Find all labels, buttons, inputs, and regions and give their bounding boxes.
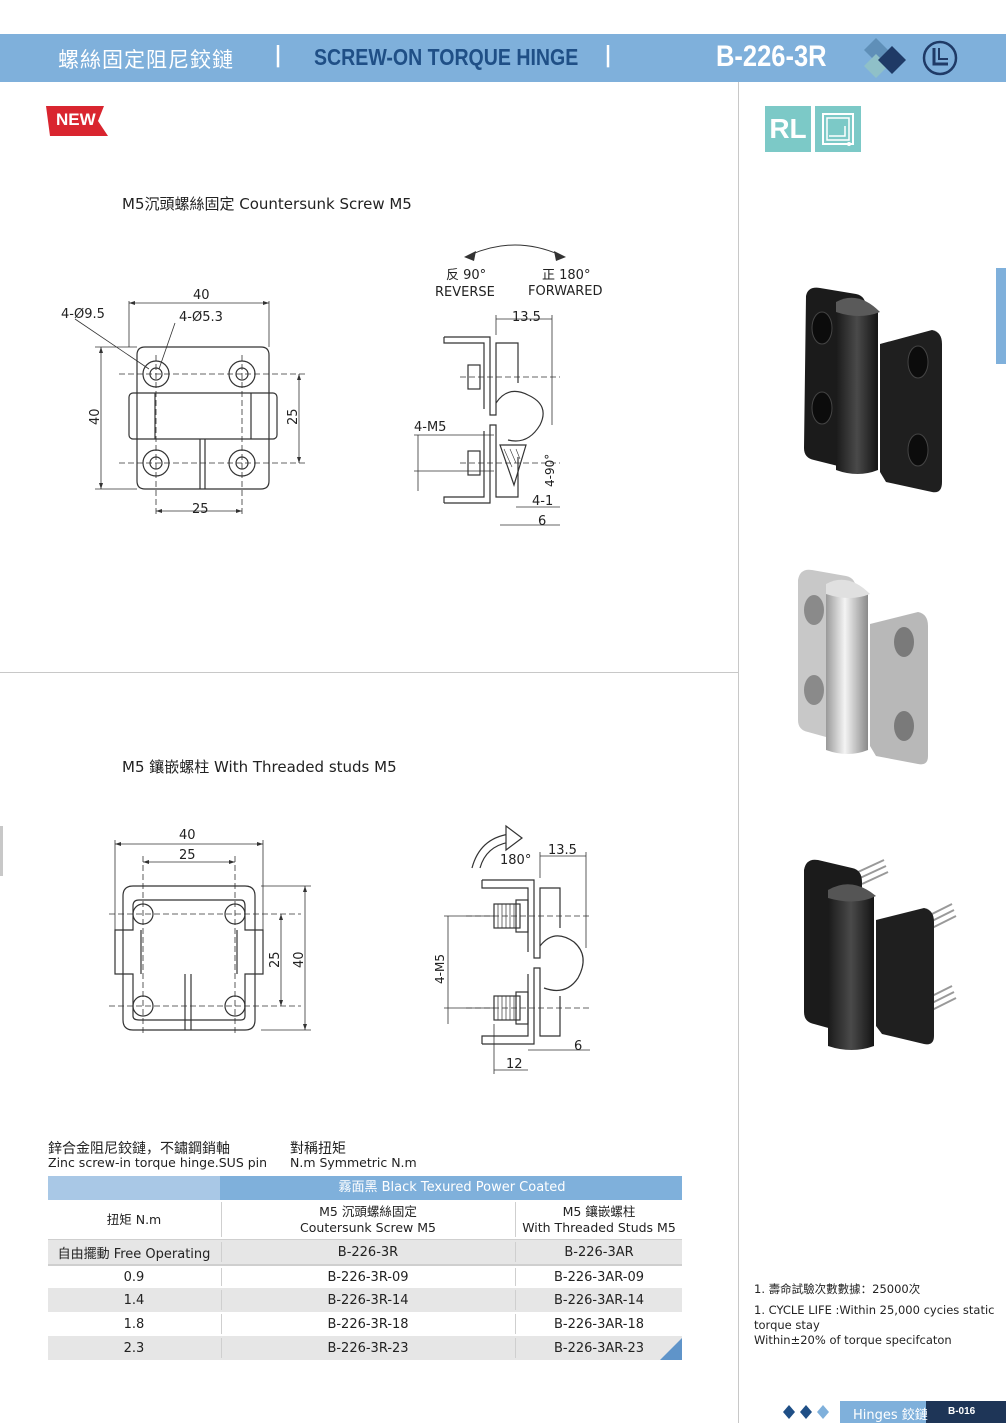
screw-model-cell: B-226-3R-09 [327,1269,409,1285]
silver-hinge-photo [798,569,928,765]
table-row: 1.8 B-226-3R-18 B-226-3AR-18 [48,1312,682,1336]
forward-cn: 正 180° [542,268,590,283]
reverse-cn: 反 90° [446,268,486,283]
studs-model-cell: B-226-3AR-18 [553,1316,645,1332]
col-studs-header-cn: M5 鑲嵌螺柱 [562,1203,636,1219]
table-coating-header: 霧面黑 Black Texured Power Coated [48,1176,682,1200]
torque-cell: 0.9 [123,1269,145,1285]
front-view-drawing: 40 4-Ø9.5 4-Ø5.3 40 25 25 [61,288,305,517]
header-separator: | [274,43,283,68]
header-separator: | [604,43,613,68]
side-angle: 4-90° [543,454,557,487]
dim-pitch-25v: 25 [286,408,301,425]
black-hinge-photo [804,287,942,493]
section-divider [0,672,738,673]
dim-height-40: 40 [292,951,307,968]
material-cn: 鋅合金阻尼鉸鏈，不鏽鋼銷軸 [48,1141,230,1157]
note-cycle-en: 1. CYCLE LIFE :Within 25,000 cycies stat… [754,1303,995,1317]
col-studs-header: M5 鑲嵌螺柱 With Threaded Studs M5 [516,1200,682,1239]
side-thread: 4-M5 [433,954,447,984]
material-en: Zinc screw-in torque hinge.SUS pin [48,1155,268,1170]
dim-width-40: 40 [179,828,196,843]
side-dim-6: 6 [574,1039,582,1054]
dim-pitch-25h: 25 [192,502,209,517]
col-screw-header-cn: M5 沉頭螺絲固定 [319,1203,417,1219]
rotation-180: 180° [500,853,531,868]
page-header: 螺絲固定阻尼鉸鏈 | SCREW-ON TORQUE HINGE | B-226… [0,34,1006,82]
edge-mark [0,826,3,876]
screw-model-cell: B-226-3R-18 [327,1316,409,1332]
section1-title: M5沉頭螺絲固定 Countersunk Screw M5 [122,195,412,213]
rl-badge: RL [765,106,811,152]
forward-en: FORWARED [528,284,603,299]
side-dim-4-1: 4-1 [532,494,553,509]
dim-hole-small: 4-Ø5.3 [179,310,223,325]
symmetric-en: N.m Symmetric N.m [290,1155,417,1170]
door-mount-icon [815,106,861,152]
spec-table: 霧面黑 Black Texured Power Coated 扭矩 N.m M5… [48,1176,682,1360]
side-dim-13-5: 13.5 [512,310,541,325]
footer-diamonds-icon [783,1405,829,1419]
side-dim-6: 6 [538,514,546,529]
studs-model-cell: B-226-3AR-09 [553,1269,645,1285]
dim-height-40: 40 [88,408,103,425]
table-row: 自由擺動 Free Operating B-226-3R B-226-3AR [48,1240,682,1264]
section2-title: M5 鑲嵌螺柱 With Threaded studs M5 [122,758,397,776]
dim-width-25: 25 [179,848,196,863]
symmetric-cn: 對稱扭矩 [290,1141,346,1157]
diamond-logo-icon [864,38,906,78]
note-cycle-cn: 1. 壽命試驗次數數據：25000次 [754,1282,921,1296]
torque-cell: 自由擺動 Free Operating [57,1246,211,1262]
side-view-drawing: 反 90° REVERSE 正 180° FORWARED 13.5 4-M5 … [414,244,603,529]
black-hinge-studs-photo [804,859,957,1050]
table-row: 1.4 B-226-3R-14 B-226-3AR-14 [48,1288,682,1312]
side-thread: 4-M5 [414,420,446,435]
brand-logo-icon [922,40,958,76]
table-row: 2.3 B-226-3R-23 B-226-3AR-23 [48,1336,682,1360]
torque-cell: 1.8 [123,1316,145,1332]
side-view-drawing-studs: 180° 13.5 4-M5 6 12 [433,824,590,1074]
side-dim-12: 12 [506,1057,523,1072]
header-title-en: SCREW-ON TORQUE HINGE [314,44,579,70]
footer-category: Hinges 鉸鏈 [853,1408,928,1423]
screw-model-cell: B-226-3R-14 [327,1292,409,1308]
screw-model-cell: B-226-3R [337,1244,399,1260]
studs-model-cell: B-226-3AR [564,1244,634,1260]
side-dim-13-5: 13.5 [548,843,577,858]
column-divider [738,82,739,1423]
side-tab [996,268,1006,364]
dim-pitch-25v: 25 [268,951,283,968]
note-cycle-en-2: torque stay [754,1318,820,1332]
col-screw-header: M5 沉頭螺絲固定 Coutersunk Screw M5 [222,1200,514,1239]
table-corner-triangle [660,1338,682,1360]
new-badge-label: NEW [56,110,96,129]
reverse-en: REVERSE [435,285,495,300]
dim-width-40: 40 [193,288,210,303]
table-header-row: 扭矩 N.m M5 沉頭螺絲固定 Coutersunk Screw M5 M5 … [48,1200,682,1240]
studs-model-cell: B-226-3AR-14 [553,1292,645,1308]
col-studs-header-en: With Threaded Studs M5 [522,1219,676,1235]
torque-cell: 1.4 [123,1292,145,1308]
screw-model-cell: B-226-3R-23 [327,1340,409,1356]
torque-cell: 2.3 [123,1340,145,1356]
table-row: 0.9 B-226-3R-09 B-226-3AR-09 [48,1264,682,1288]
table-corner [48,1176,220,1200]
dim-hole-large: 4-Ø9.5 [61,307,105,322]
note-cycle-en-3: Within±20% of torque specifcaton [754,1333,952,1347]
front-view-drawing-studs: 40 25 25 40 [109,828,311,1036]
new-badge: NEW [46,106,108,136]
header-title-cn: 螺絲固定阻尼鉸鏈 [58,48,234,72]
model-code: B-226-3R [716,40,827,73]
footer-page-bg [926,1401,1006,1423]
col-torque-header: 扭矩 N.m [106,1211,162,1227]
studs-model-cell: B-226-3AR-23 [553,1340,645,1356]
footer-page-number: B-016 [948,1406,976,1417]
coating-label: 霧面黑 Black Texured Power Coated [338,1180,566,1195]
col-screw-header-en: Coutersunk Screw M5 [300,1219,436,1235]
